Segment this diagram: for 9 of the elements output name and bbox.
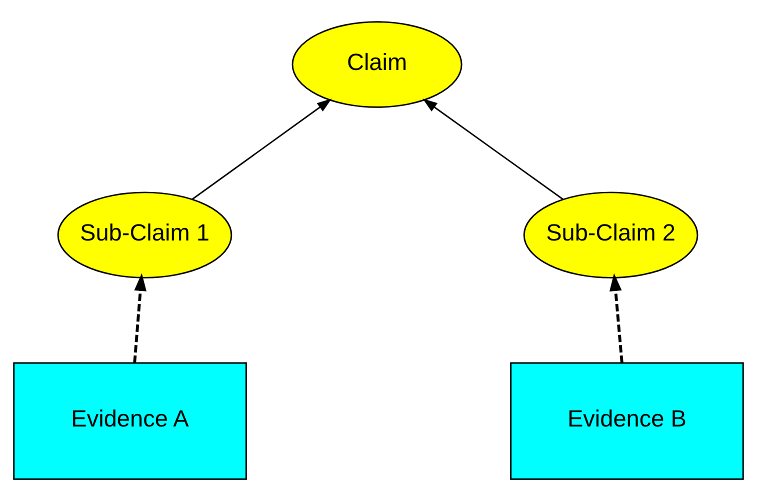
arrow xyxy=(422,98,564,200)
node-ellipse: Claim xyxy=(292,20,462,108)
node-ellipse: Sub-Claim 2 xyxy=(523,191,698,278)
node-ellipse: Sub-Claim 1 xyxy=(57,191,232,278)
arrow xyxy=(609,272,624,362)
node-box: Evidence A xyxy=(13,362,247,480)
arrow xyxy=(133,272,147,362)
arrow xyxy=(192,98,332,200)
node-box: Evidence B xyxy=(510,362,744,480)
